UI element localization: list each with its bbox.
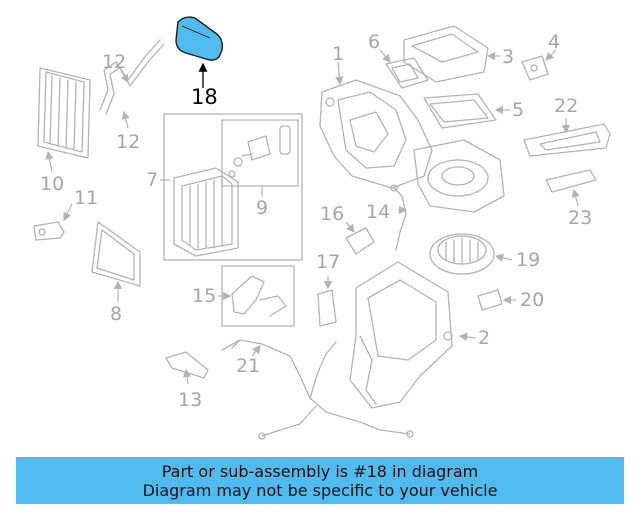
part-7-evaporator-box [160,113,303,261]
callout-11: 11 [74,187,98,209]
blower-housing [413,139,505,213]
callout-22: 22 [554,95,578,117]
callout-6: 6 [368,31,380,53]
part-13-bracket [165,351,209,385]
part-21-harness [221,339,414,440]
callout-14: 14 [366,201,390,223]
callout-16: 16 [320,203,344,225]
part-18-cover[interactable] [175,16,224,88]
part-8-frame [91,221,141,302]
part-14-sensor [390,184,408,251]
callout-23: 23 [568,207,592,229]
callout-20: 20 [520,289,544,311]
part-10-heater-core [37,67,91,173]
part-6-bracket [379,49,429,89]
callout-8: 8 [110,303,122,325]
part-2-lower-housing [349,261,477,409]
callout-1: 1 [332,43,344,65]
callout-7: 7 [146,169,158,191]
part-5-filter [423,93,510,129]
callout-13: 13 [178,389,202,411]
part-9-valve-box [221,119,299,196]
callout-21: 21 [236,355,260,377]
part-1-hvac-housing [319,61,433,189]
part-16-clip [345,221,375,255]
part-4-actuator [521,49,557,81]
banner-disclaimer-line: Diagram may not be specific to your vehi… [142,480,498,500]
callout-9: 9 [256,197,268,219]
callout-5: 5 [512,99,524,121]
info-banner: Part or sub-assembly is #18 in diagram D… [16,457,624,504]
part-11-clip [33,203,73,241]
callout-12-upper: 12 [102,51,126,73]
callout-12-lower: 12 [116,131,140,153]
callout-15: 15 [192,285,216,307]
callout-18[interactable]: 18 [191,85,218,109]
part-3-duct [403,25,500,83]
parts-diagram: 1 2 3 4 5 6 7 8 9 10 11 12 12 13 14 15 1… [33,16,611,440]
callout-17: 17 [316,251,340,273]
part-22-duct [523,118,611,157]
part-19-blower-motor [429,233,513,275]
callout-19: 19 [516,249,540,271]
banner-part-line: Part or sub-assembly is #18 in diagram [161,461,479,481]
part-15-wiring-box [218,265,295,327]
part-17-resistor [317,276,337,327]
part-12-pipes [99,39,165,129]
callout-2: 2 [478,327,490,349]
callout-10: 10 [40,173,64,195]
callout-3: 3 [502,46,514,68]
part-23-seal [545,169,597,207]
part-20-sensor [477,289,516,311]
callout-4: 4 [548,31,560,53]
